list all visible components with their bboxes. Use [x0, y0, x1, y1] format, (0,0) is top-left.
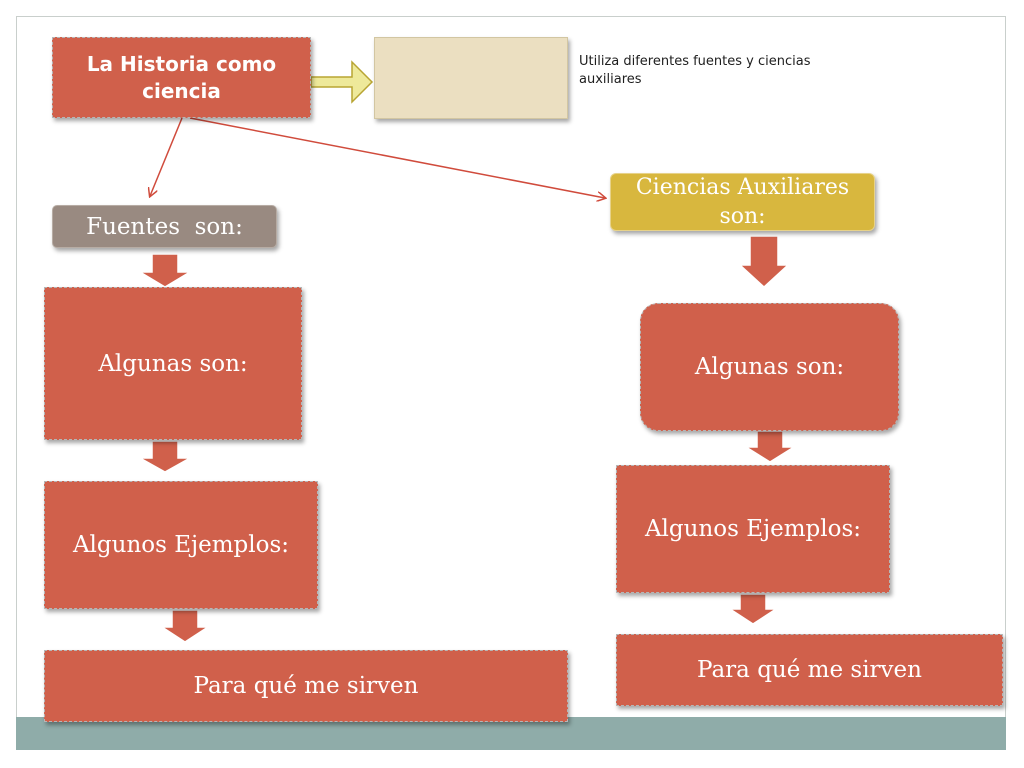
- right-algunas-box: Algunas son:: [640, 303, 899, 431]
- note-text: Utiliza diferentes fuentes y ciencias au…: [579, 54, 811, 87]
- down-arrow-icon: [743, 430, 797, 463]
- left-algunas-text: Algunas son:: [98, 350, 248, 377]
- title-text: La Historia como ciencia: [86, 51, 277, 103]
- block-arrow-right-icon: [310, 60, 374, 104]
- fuentes-header-text: Fuentes son:: [86, 213, 243, 240]
- right-para-text: Para qué me sirven: [697, 657, 922, 683]
- footer-band: [16, 717, 1006, 750]
- fuentes-header-box: Fuentes son:: [52, 205, 277, 248]
- left-ejemplos-text: Algunos Ejemplos:: [72, 532, 290, 558]
- down-arrow-icon: [159, 609, 211, 643]
- right-para-box: Para qué me sirven: [616, 634, 1003, 706]
- right-ejemplos-box: Algunos Ejemplos:: [616, 465, 890, 593]
- connector-to-ciencias: [189, 117, 605, 198]
- title-box: La Historia como ciencia: [52, 37, 311, 118]
- connector-to-fuentes: [150, 117, 183, 196]
- left-para-text: Para qué me sirven: [193, 673, 419, 699]
- ciencias-header-box: Ciencias Auxiliares son:: [610, 173, 875, 231]
- right-ejemplos-text: Algunos Ejemplos:: [644, 516, 862, 542]
- ciencias-header-text: Ciencias Auxiliares son:: [635, 175, 850, 229]
- down-arrow-icon: [738, 235, 790, 289]
- down-arrow-icon: [137, 440, 193, 473]
- left-ejemplos-box: Algunos Ejemplos:: [44, 481, 318, 609]
- down-arrow-icon: [137, 253, 193, 288]
- blank-textbox: [374, 37, 568, 119]
- left-algunas-box: Algunas son:: [44, 287, 302, 440]
- left-para-box: Para qué me sirven: [44, 650, 568, 722]
- right-algunas-text: Algunas son:: [694, 354, 845, 380]
- down-arrow-icon: [727, 593, 779, 625]
